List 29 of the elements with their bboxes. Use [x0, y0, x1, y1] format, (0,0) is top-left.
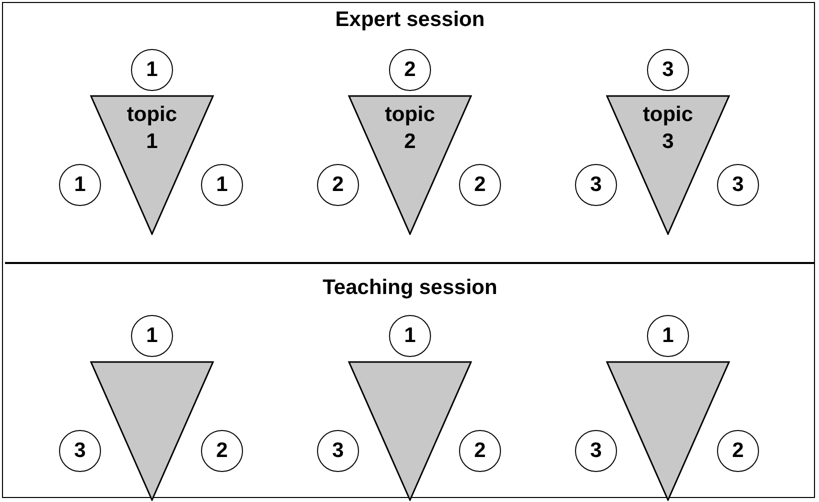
number-circle: 2 — [317, 164, 359, 206]
number-circle: 3 — [575, 430, 617, 472]
number-circle: 2 — [717, 430, 759, 472]
number-circle: 1 — [59, 164, 101, 206]
section-heading: Expert session — [335, 8, 485, 32]
number-circle: 2 — [459, 164, 501, 206]
triangle-shape — [348, 95, 472, 235]
number-circle: 2 — [389, 49, 431, 91]
number-circle: 2 — [459, 430, 501, 472]
number-circle: 1 — [201, 164, 243, 206]
number-circle: 1 — [647, 315, 689, 357]
number-circle: 1 — [131, 49, 173, 91]
triangle-shape — [606, 361, 730, 501]
number-circle: 3 — [59, 430, 101, 472]
section-heading: Teaching session — [322, 276, 498, 300]
number-circle: 1 — [131, 315, 173, 357]
topic-label: topic 3 — [642, 102, 694, 155]
number-circle: 3 — [647, 49, 689, 91]
triangle-shape — [606, 95, 730, 235]
number-circle: 3 — [717, 164, 759, 206]
triangle-shape — [90, 361, 214, 501]
triangle-shape — [90, 95, 214, 235]
topic-label: topic 2 — [384, 102, 436, 155]
triangle-shape — [348, 361, 472, 501]
number-circle: 3 — [575, 164, 617, 206]
topic-label: topic 1 — [126, 102, 178, 155]
number-circle: 1 — [389, 315, 431, 357]
number-circle: 3 — [317, 430, 359, 472]
number-circle: 2 — [201, 430, 243, 472]
